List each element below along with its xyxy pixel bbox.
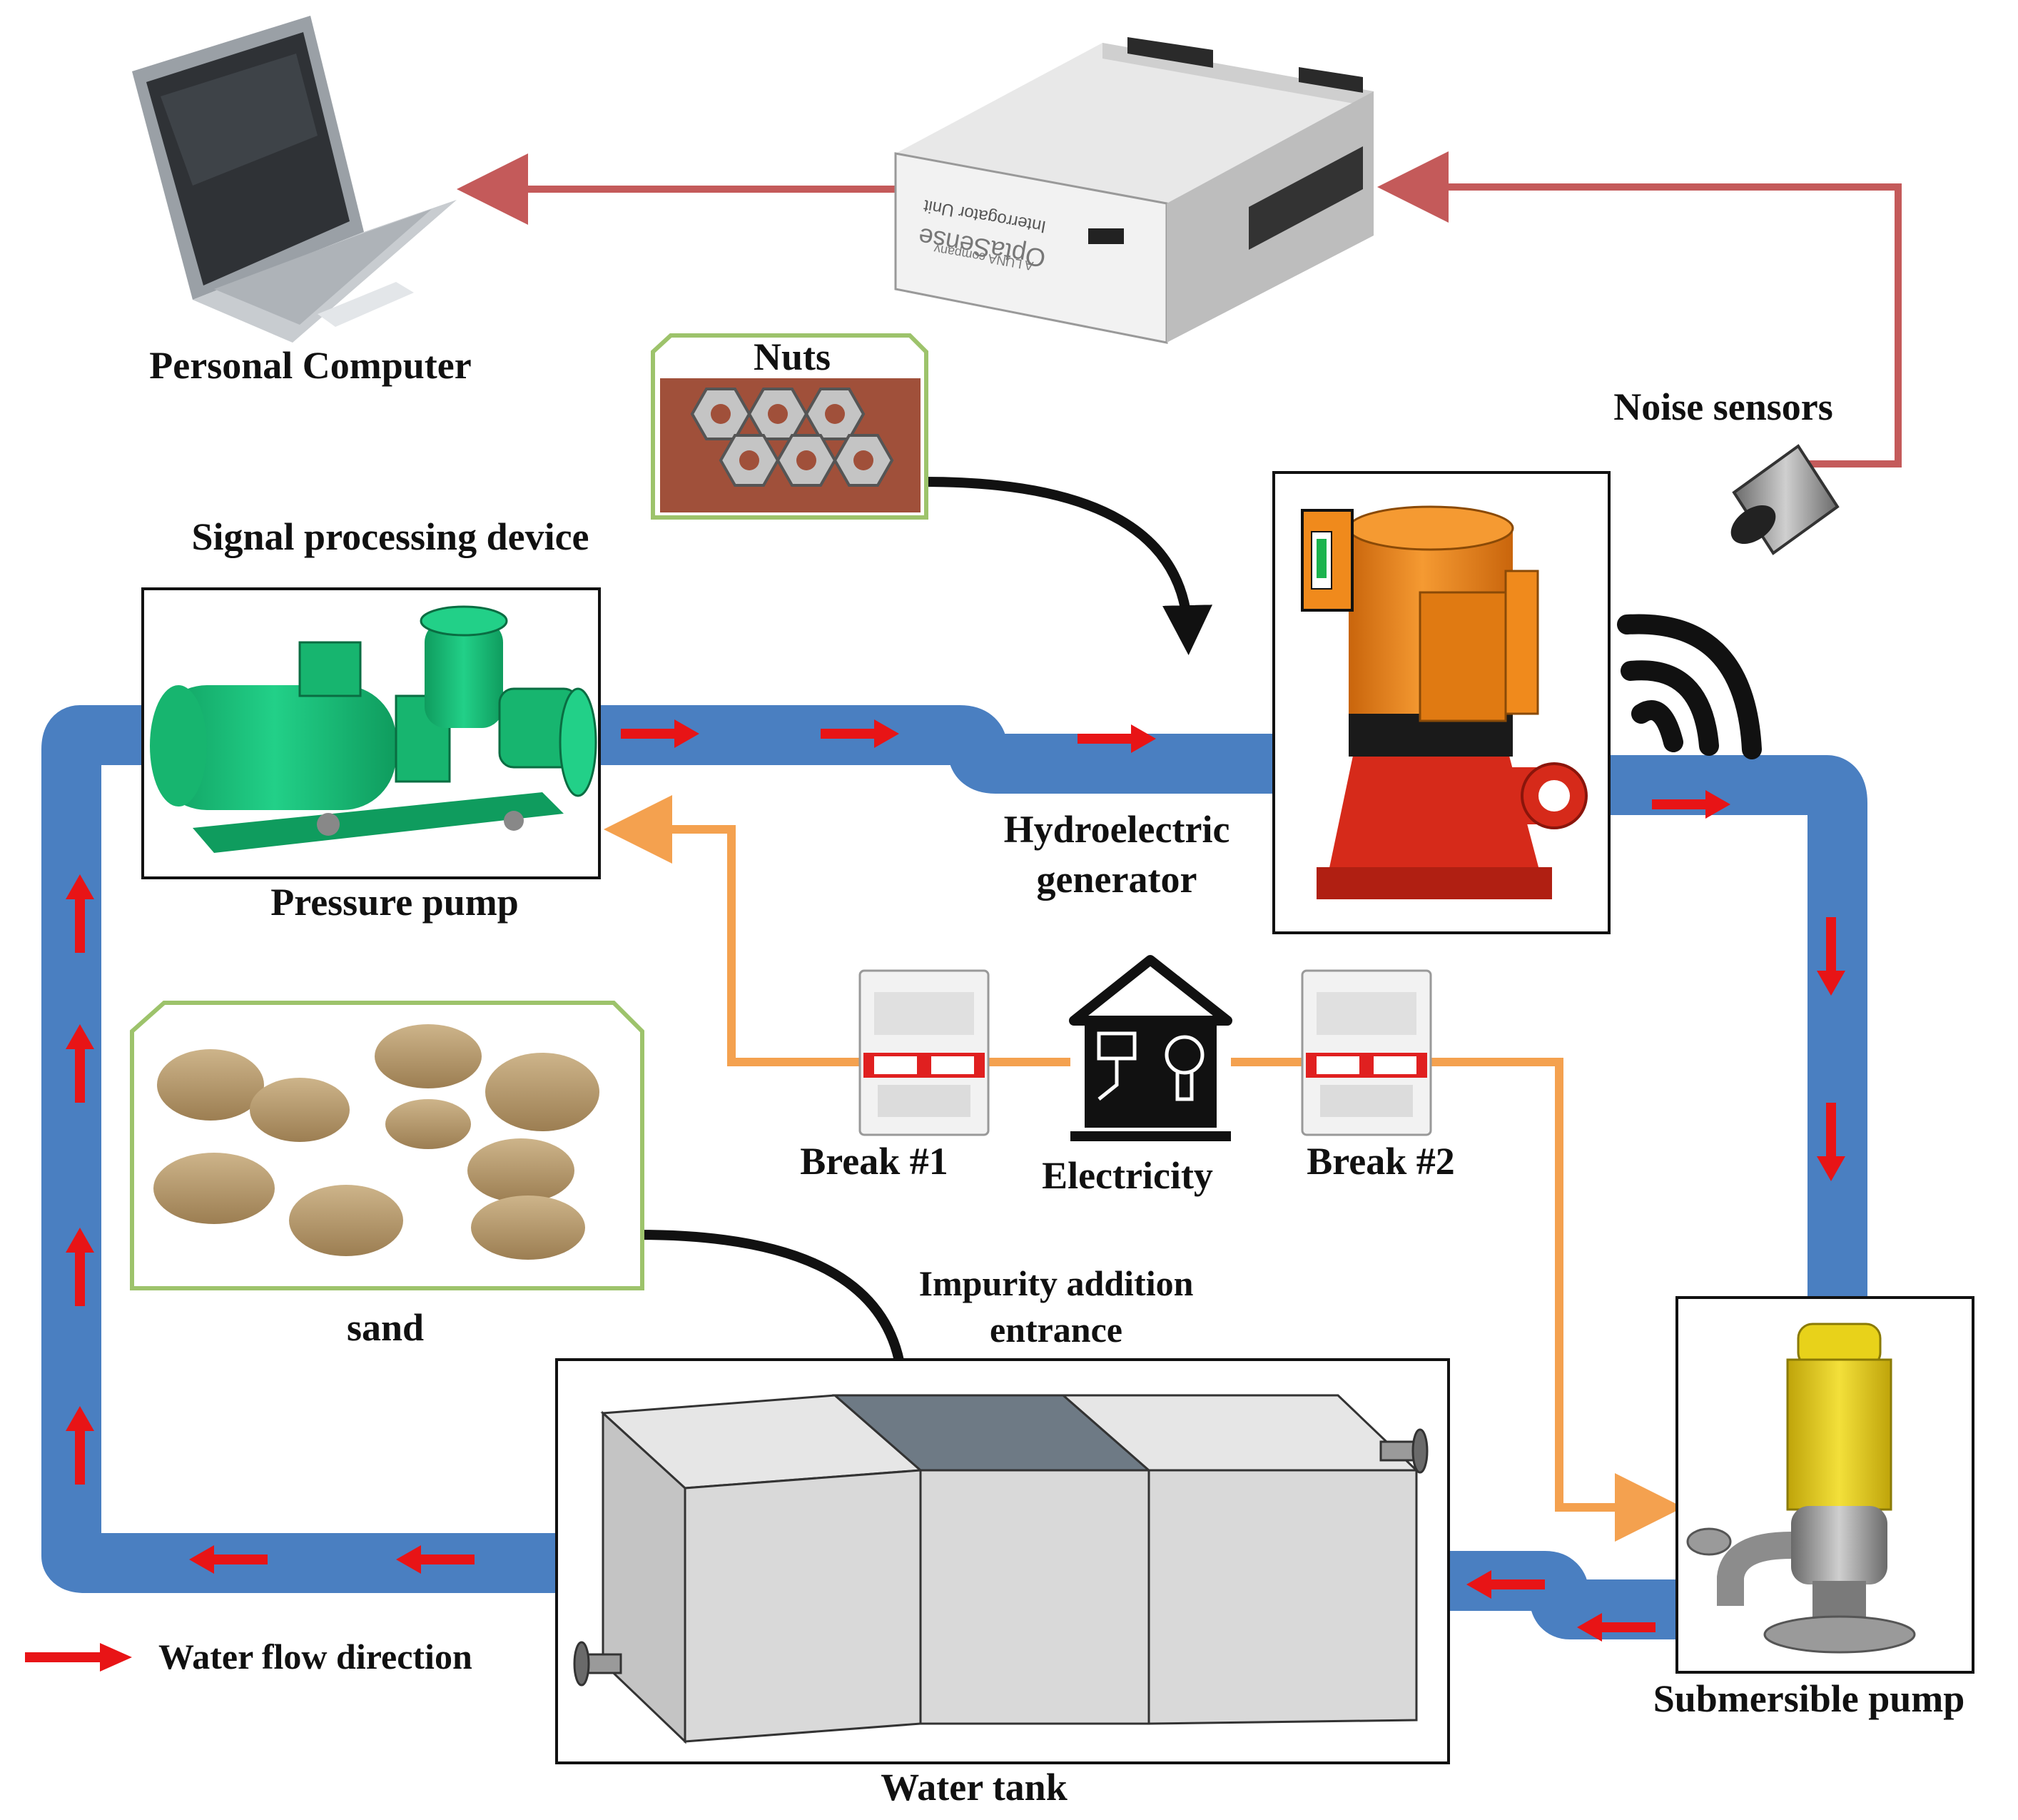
flow-arrow: [1652, 790, 1730, 819]
break2-label: Break #2: [1307, 1140, 1455, 1183]
pressure-pump-icon: [150, 605, 597, 853]
sand-image-box: [130, 1001, 644, 1290]
break1-label: Break #1: [800, 1140, 948, 1183]
impurity-entrance-label-1: Impurity addition: [919, 1263, 1194, 1303]
hydroelectric-generator-box: [1272, 471, 1611, 934]
hydroelectric-generator-label-1: Hydroelectric: [1004, 808, 1230, 851]
nuts-label: Nuts: [754, 335, 831, 378]
legend-water-flow-label: Water flow direction: [158, 1637, 472, 1677]
laptop-icon: [132, 16, 457, 343]
pressure-pump-box: [141, 587, 601, 879]
water-tank-icon: [573, 1394, 1429, 1744]
submersible-pump-box: [1675, 1296, 1974, 1674]
submersible-pump-icon: [1686, 1323, 1916, 1654]
flow-arrow: [1577, 1613, 1656, 1642]
noise-sensors-label: Noise sensors: [1613, 385, 1833, 428]
impurity-entrance-label-2: entrance: [990, 1310, 1122, 1350]
interrogator-unit-icon: Interrogator Unit OptaSense A LUNA compa…: [894, 37, 1374, 344]
pressure-pump-label: Pressure pump: [270, 881, 519, 924]
signal-lines: [457, 151, 1902, 467]
flow-arrow: [1466, 1570, 1545, 1599]
water-pipe-loop: [41, 705, 1867, 1639]
circuit-breaker-icon: [858, 969, 990, 1136]
sand-image: [153, 1024, 599, 1260]
flow-arrow: [621, 719, 699, 748]
submersible-pump-label: Submersible pump: [1653, 1677, 1965, 1720]
electricity-label: Electricity: [1042, 1154, 1213, 1197]
flow-arrow: [396, 1545, 475, 1574]
sand-label: sand: [347, 1306, 424, 1349]
flow-arrow: [1817, 1103, 1845, 1181]
power-lines: [604, 795, 1683, 1542]
signal-processing-device-label: Signal processing device: [191, 515, 589, 558]
flow-arrow: [1078, 724, 1156, 753]
water-tank-label: Water tank: [881, 1766, 1068, 1809]
flow-arrow: [66, 1228, 94, 1306]
legend-water-flow: Water flow direction: [25, 1637, 472, 1677]
house-electricity-icon: [1069, 955, 1232, 1141]
flow-arrow: [189, 1545, 268, 1574]
hydroelectric-generator-icon: [1301, 505, 1588, 899]
flow-arrows: [66, 719, 1845, 1642]
wireless-signal-icon: [1617, 614, 1762, 759]
legend-flow-arrow: [25, 1643, 132, 1672]
water-tank-box: [555, 1358, 1450, 1764]
flow-arrow: [821, 719, 899, 748]
hydroelectric-generator-label-2: generator: [1037, 858, 1197, 901]
personal-computer-label: Personal Computer: [149, 344, 471, 387]
flow-arrow: [66, 1406, 94, 1485]
flow-arrow: [66, 874, 94, 953]
nuts-image-box: [651, 333, 928, 520]
noise-sensor-icon: [1730, 444, 1840, 555]
flow-arrow: [66, 1024, 94, 1103]
impurity-arrows: [638, 477, 1212, 1412]
flow-arrow: [1817, 917, 1845, 996]
circuit-breaker-icon: [1301, 969, 1432, 1136]
